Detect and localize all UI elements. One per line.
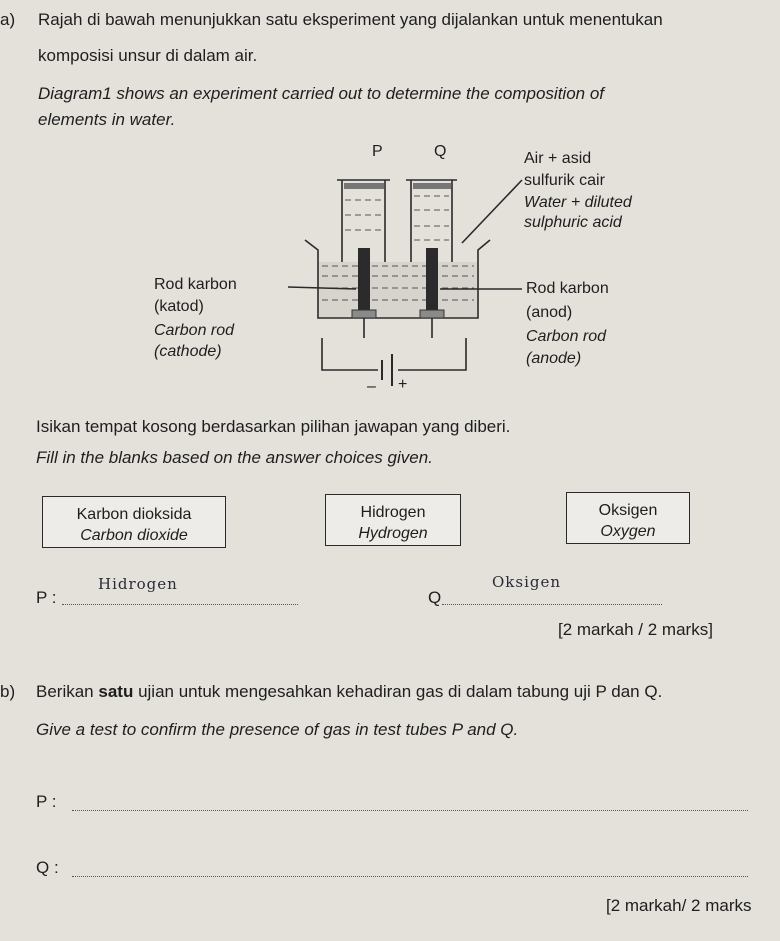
- carbon-rod-anode: [426, 248, 438, 310]
- part-b-question-ms-post: ujian untuk mengesahkan kehadiran gas di…: [133, 682, 663, 701]
- tube-p-label: P: [372, 143, 383, 160]
- part-b-marker: b): [0, 682, 16, 701]
- cathode-label-en-2: (cathode): [154, 343, 222, 360]
- choice-box-carbon-dioxide: Karbon dioksida Carbon dioxide: [42, 496, 226, 548]
- instruction-ms: Isikan tempat kosong berdasarkan pilihan…: [36, 417, 511, 436]
- part-a-marks: [2 markah / 2 marks]: [558, 620, 713, 639]
- electrolyte-pointer: [461, 179, 523, 244]
- part-a-question-en-line2: elements in water.: [38, 110, 176, 129]
- anode-label-en-2: (anode): [526, 350, 582, 367]
- electrolyte-label-en-2: sulphuric acid: [524, 214, 622, 231]
- part-b-blank-p-line[interactable]: [72, 810, 748, 811]
- cathode-pointer: [287, 286, 357, 290]
- blank-p-line[interactable]: [62, 604, 298, 605]
- cathode-label-ms-2: (katod): [154, 298, 204, 315]
- part-b-question-ms: Berikan satu ujian untuk mengesahkan keh…: [36, 682, 662, 702]
- choice-box-oxygen: Oksigen Oxygen: [566, 492, 690, 544]
- part-b-blank-q-label: Q :: [36, 858, 59, 877]
- part-a-question-ms-line2: komposisi unsur di dalam air.: [38, 46, 258, 65]
- beaker-outline: [304, 239, 491, 319]
- circuit-wire: [321, 338, 467, 371]
- blank-p-handwritten-answer: Hidrogen: [98, 575, 178, 593]
- gas-q: [413, 183, 451, 189]
- part-b-question-ms-bold: satu: [98, 682, 134, 701]
- choice-label-ms: Karbon dioksida: [76, 506, 192, 523]
- choice-label-en: Hydrogen: [358, 525, 428, 542]
- part-b-marks: [2 markah/ 2 marks: [606, 896, 752, 915]
- tube-q-label: Q: [434, 143, 447, 160]
- part-a-question-en-line1: Diagram1 shows an experiment carried out…: [38, 84, 605, 103]
- anode-label-ms-2: (anod): [526, 304, 573, 321]
- anode-label-ms-1: Rod karbon: [526, 280, 609, 297]
- cathode-label-ms-1: Rod karbon: [154, 276, 237, 293]
- battery-minus-label: –: [367, 378, 376, 395]
- electrolyte-label-ms-1: Air + asid: [524, 150, 592, 167]
- part-a-marker: a): [0, 10, 16, 29]
- instruction-en: Fill in the blanks based on the answer c…: [36, 448, 433, 467]
- blank-p-label: P :: [36, 588, 57, 607]
- choice-label-en: Oxygen: [600, 523, 656, 540]
- electrolyte-label-en-1: Water + diluted: [524, 194, 632, 211]
- part-b-question-en: Give a test to confirm the presence of g…: [36, 720, 519, 739]
- part-b-blank-q-line[interactable]: [72, 876, 748, 877]
- choice-label-ms: Oksigen: [598, 502, 658, 519]
- blank-q-line[interactable]: [442, 604, 662, 605]
- choice-label-ms: Hidrogen: [360, 504, 426, 521]
- part-b-question-ms-pre: Berikan: [36, 682, 99, 701]
- carbon-rod-cathode: [358, 248, 370, 310]
- blank-q-label: Q: [428, 588, 442, 607]
- electrolysis-diagram: [287, 179, 523, 386]
- anode-label-en-1: Carbon rod: [526, 328, 607, 345]
- electrolyte-label-ms-2: sulfurik cair: [524, 172, 605, 189]
- part-a-question-ms-line1: Rajah di bawah menunjukkan satu eksperim…: [38, 10, 663, 29]
- blank-q-handwritten-answer: Oksigen: [492, 573, 562, 591]
- part-b-blank-p-label: P :: [36, 792, 57, 811]
- battery-plus-label: +: [398, 376, 408, 393]
- choice-label-en: Carbon dioxide: [80, 527, 188, 544]
- cathode-label-en-1: Carbon rod: [154, 322, 235, 339]
- gas-p: [344, 183, 384, 189]
- choice-box-hydrogen: Hidrogen Hydrogen: [325, 494, 461, 546]
